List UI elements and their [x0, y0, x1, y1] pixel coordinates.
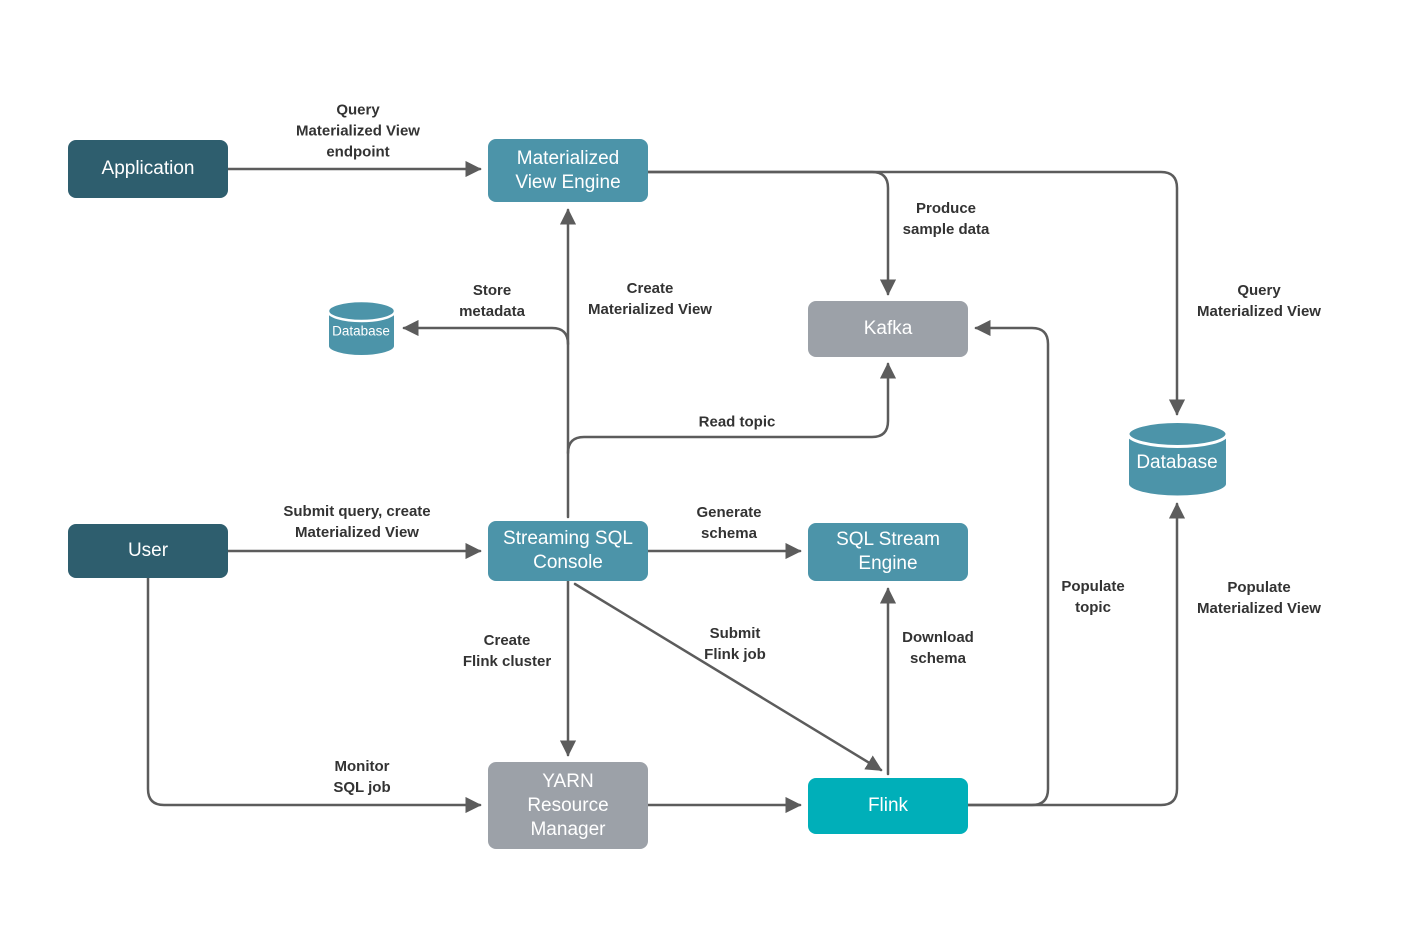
metadata-database-cylinder [326, 299, 397, 357]
edge-submit-flink-job [573, 582, 883, 772]
node-streaming-sql-console: Streaming SQL Console [488, 521, 648, 581]
label-produce-sample-data: Produce sample data [902, 200, 990, 238]
node-application-label: Application [101, 158, 195, 179]
label-submit-query-create-mv: Submit query, create Materialized View [283, 503, 431, 541]
database-cylinder [1126, 420, 1229, 498]
metadata-database-label: Database [332, 323, 390, 339]
edge-populate-mv [966, 502, 1186, 807]
node-sql-stream-engine: SQL Stream Engine [808, 523, 968, 581]
label-query-mv: Query Materialized View [1197, 282, 1321, 320]
label-create-flink-cluster: Create Flink cluster [462, 632, 552, 670]
node-kafka-label: Kafka [863, 318, 913, 339]
edge-store-metadata [402, 319, 570, 346]
label-download-schema: Download schema [902, 629, 974, 667]
node-user-label: User [127, 540, 169, 561]
node-flink-label: Flink [867, 795, 909, 816]
node-user: User [68, 524, 228, 578]
node-application: Application [68, 140, 228, 198]
label-monitor-sql-job: Monitor SQL job [333, 758, 391, 796]
node-materialized-view-engine-label: Materialized View Engine [515, 147, 621, 193]
label-store-metadata: Store metadata [459, 282, 525, 320]
node-materialized-view-engine: Materialized View Engine [488, 139, 648, 202]
edge-mve-query-mv-to-database [646, 170, 1186, 416]
database-label: Database [1136, 452, 1218, 473]
node-yarn-resource-manager: YARN Resource Manager [488, 762, 648, 849]
node-sql-stream-engine-label: SQL Stream Engine [836, 529, 940, 574]
node-streaming-sql-console-label: Streaming SQL Console [503, 528, 633, 573]
edge-produce-sample-data [646, 170, 897, 296]
label-submit-flink-job: Submit Flink job [704, 625, 766, 663]
label-create-mv: Create Materialized View [588, 280, 712, 318]
label-populate-mv: Populate Materialized View [1197, 579, 1321, 617]
node-flink: Flink [808, 778, 968, 834]
node-yarn-resource-manager-label: YARN Resource Manager [527, 770, 609, 840]
label-generate-schema: Generate schema [696, 504, 762, 542]
label-read-topic: Read topic [698, 413, 776, 431]
label-populate-topic: Populate topic [1061, 578, 1125, 616]
edge-populate-topic [966, 319, 1050, 807]
edge-monitor-sql-job [146, 576, 482, 814]
edge-read-topic [566, 362, 897, 455]
node-kafka: Kafka [808, 301, 968, 357]
label-query-mv-endpoint: Query Materialized View endpoint [296, 101, 420, 161]
